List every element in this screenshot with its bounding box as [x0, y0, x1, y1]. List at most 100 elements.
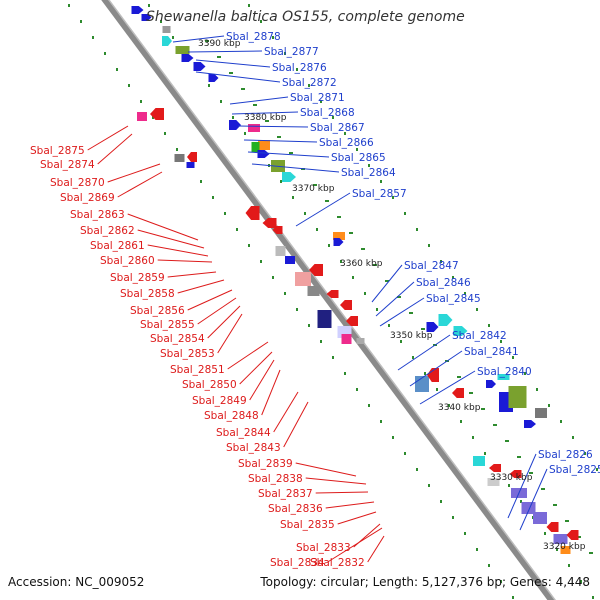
tick-mark	[244, 132, 246, 135]
tick-mark	[397, 296, 401, 298]
gene-arrow-forward	[282, 172, 296, 182]
reverse-leader-line	[97, 133, 133, 165]
tick-mark	[316, 228, 318, 231]
forward-gene-label: Sbal_2841	[464, 346, 519, 358]
reverse-leader-line	[239, 351, 273, 385]
reverse-leader-line	[367, 535, 385, 563]
tick-mark	[560, 420, 562, 423]
tick-mark	[356, 388, 358, 391]
genome-backbone	[101, 0, 556, 600]
reverse-leader-line	[187, 289, 233, 311]
gene-arrow-forward	[257, 150, 270, 158]
gene-arrow-forward	[229, 120, 241, 130]
reverse-gene-label: Sbal_2848	[204, 410, 259, 422]
reverse-leader-line	[315, 491, 369, 494]
tick-mark	[400, 340, 402, 343]
reverse-gene-label: Sbal_2833	[296, 542, 351, 554]
tick-mark	[217, 56, 221, 58]
tick-mark	[376, 308, 378, 311]
tick-mark	[265, 120, 269, 122]
reverse-gene-label: Sbal_2874	[40, 159, 95, 171]
tick-mark	[356, 148, 358, 151]
label-leader-lines	[87, 35, 548, 563]
tick-mark	[529, 472, 533, 474]
gene-arrow-reverse	[262, 218, 277, 228]
forward-gene-label: Sbal_2845	[426, 293, 481, 305]
reverse-gene-label: Sbal_2862	[80, 225, 135, 237]
tick-mark	[572, 436, 574, 439]
tick-mark	[436, 388, 438, 391]
reverse-gene-label: Sbal_2860	[100, 255, 155, 267]
tick-mark	[280, 180, 282, 183]
tick-mark	[500, 340, 502, 343]
forward-leader-line	[519, 468, 548, 531]
tick-mark	[332, 116, 334, 119]
tick-mark	[352, 276, 354, 279]
tick-mark	[176, 148, 178, 151]
tick-mark	[428, 244, 430, 247]
gene-block	[533, 512, 547, 524]
tick-mark	[568, 564, 570, 567]
tick-mark	[409, 312, 413, 314]
reverse-gene-label: Sbal_2851	[170, 364, 225, 376]
forward-gene-label: Sbal_2864	[341, 167, 396, 179]
gene-block	[258, 140, 270, 150]
tick-mark	[421, 328, 425, 330]
gene-block	[275, 246, 286, 256]
gene-arrow-forward	[193, 62, 206, 71]
tick-mark	[337, 216, 341, 218]
gene-arrow-forward	[181, 54, 194, 62]
scale-label: 3320 kbp	[543, 542, 586, 552]
tick-mark	[481, 408, 485, 410]
tick-mark	[380, 180, 382, 183]
forward-gene-label: Sbal_2871	[290, 92, 345, 104]
forward-gene-label: Sbal_2878	[226, 31, 281, 43]
tick-mark	[500, 580, 502, 583]
reverse-leader-line	[157, 259, 213, 263]
reverse-gene-label: Sbal_2843	[226, 442, 281, 454]
gene-features	[131, 6, 579, 554]
tick-mark	[565, 520, 569, 522]
tick-mark	[148, 4, 150, 7]
tick-mark	[544, 532, 546, 535]
forward-leader-line	[231, 111, 299, 115]
gene-arrow-reverse	[340, 300, 352, 310]
gene-arrow-reverse	[489, 464, 501, 472]
reverse-leader-line	[167, 271, 217, 278]
reverse-leader-line	[177, 279, 225, 294]
tick-mark	[284, 52, 286, 55]
gene-arrow-reverse	[150, 108, 164, 120]
tick-mark	[284, 292, 286, 295]
tick-mark	[205, 40, 209, 42]
forward-leader-line	[237, 125, 309, 128]
tick-mark	[412, 356, 414, 359]
map-title: Shewanella baltica OS155, complete genom…	[146, 9, 465, 25]
tick-mark	[493, 424, 497, 426]
forward-leader-line	[507, 453, 537, 519]
scale-label: 3380 kbp	[244, 113, 287, 123]
gene-block	[186, 162, 195, 168]
tick-mark	[452, 276, 454, 279]
reverse-gene-label: Sbal_2836	[268, 503, 323, 515]
tick-mark	[248, 244, 250, 247]
genome-summary-text: Topology: circular; Length: 5,127,376 bp…	[260, 575, 590, 589]
gene-arrow-forward	[131, 6, 144, 14]
tick-mark	[128, 84, 130, 87]
gene-block	[175, 46, 190, 54]
gene-block	[333, 232, 345, 240]
gene-arrow-forward	[524, 420, 536, 428]
forward-gene-label: Sbal_2842	[452, 330, 507, 342]
gene-arrow-reverse	[187, 152, 197, 162]
reverse-leader-line	[117, 171, 163, 198]
tick-mark	[92, 36, 94, 39]
tick-mark	[292, 196, 294, 199]
forward-gene-label: Sbal_2857	[352, 188, 407, 200]
forward-gene-label: Sbal_2868	[300, 107, 355, 119]
gene-arrow-forward	[438, 314, 453, 326]
forward-gene-label: Sbal_2847	[404, 260, 459, 272]
tick-mark	[520, 500, 522, 503]
reverse-leader-line	[217, 313, 243, 354]
tick-mark	[361, 248, 365, 250]
forward-gene-label: Sbal_2877	[264, 46, 319, 58]
